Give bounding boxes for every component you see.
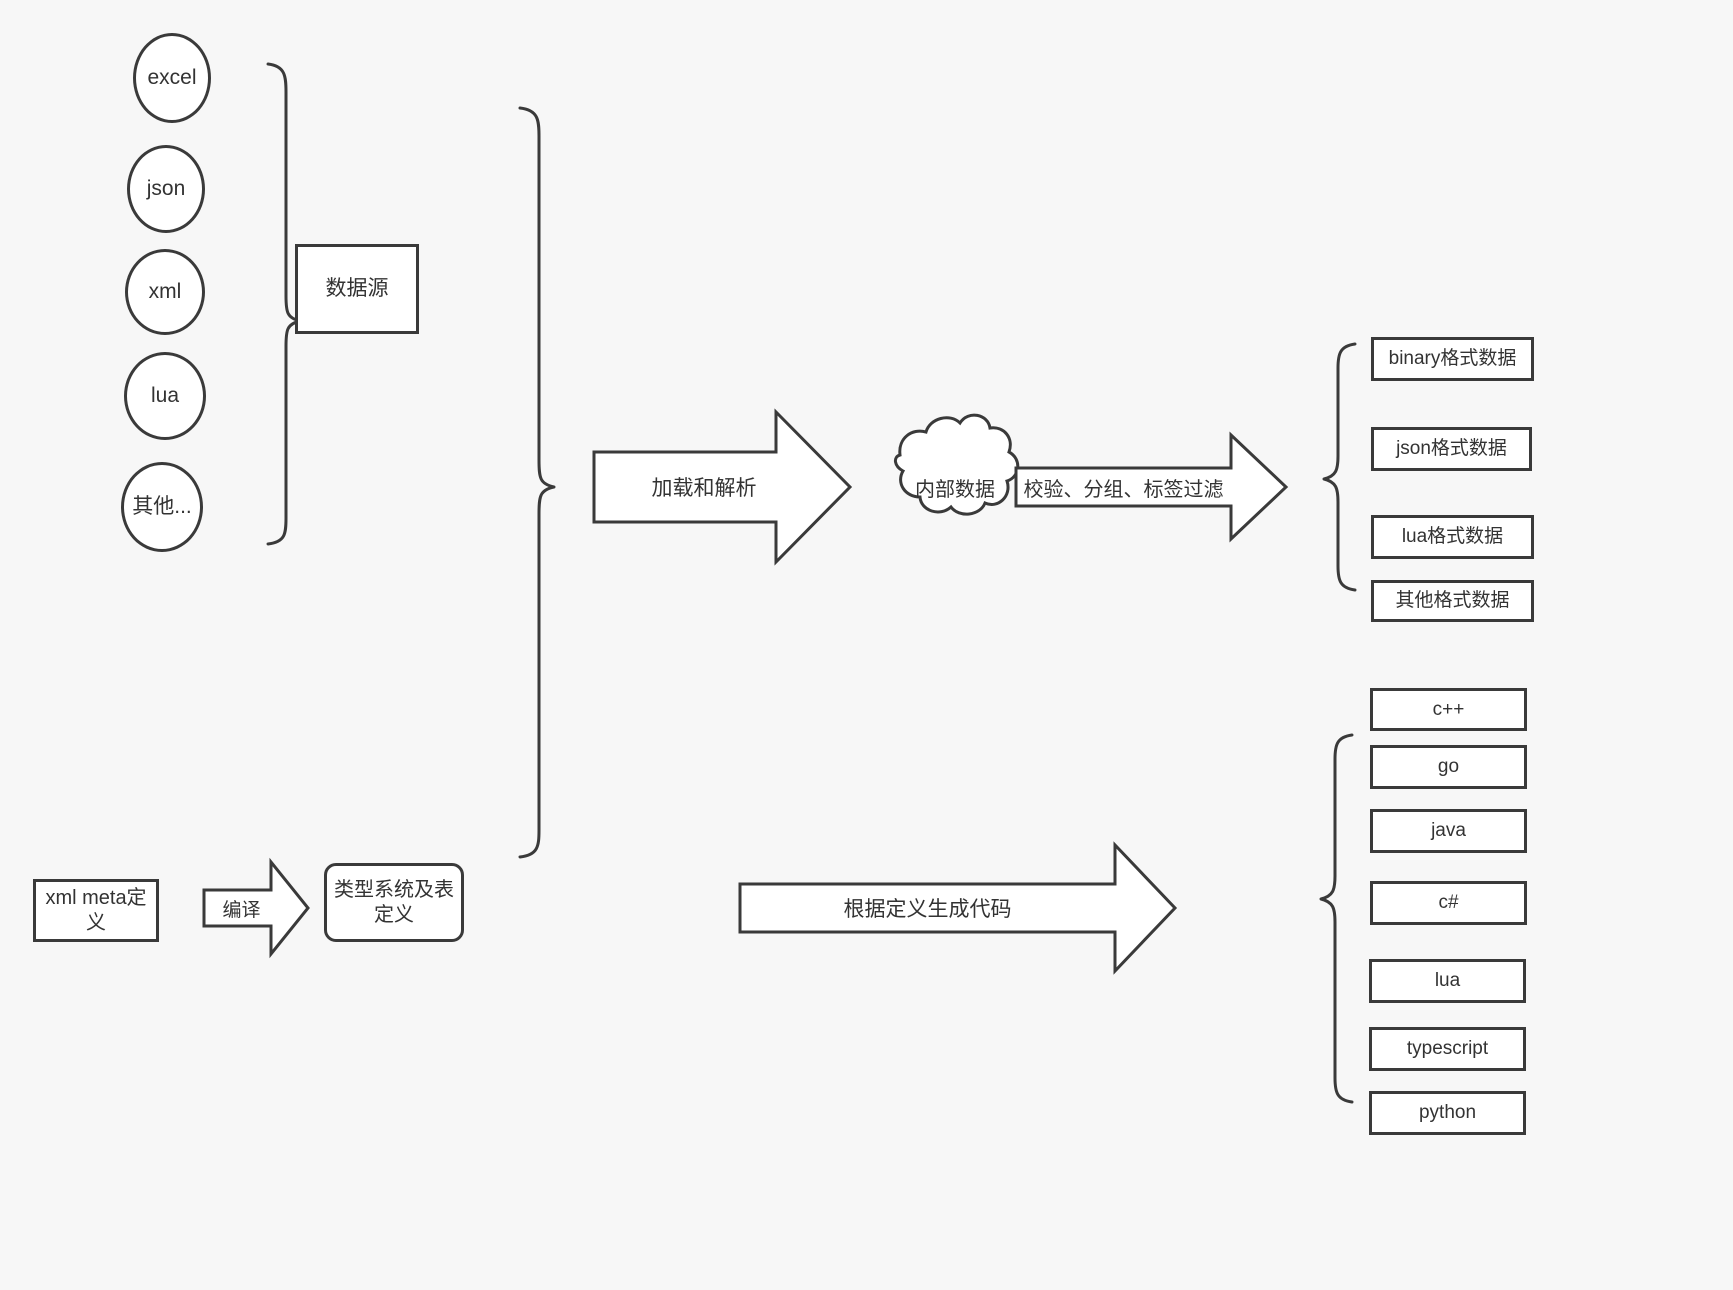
type-system-box[interactable]: 类型系统及表 定义 [324, 863, 464, 942]
codegen-lang-go-label: go [1437, 756, 1460, 778]
output-json-label: json格式数据 [1396, 438, 1507, 460]
codegen-lang-java-box[interactable]: java [1370, 809, 1527, 853]
codegen-lang-cpp-box[interactable]: c++ [1370, 688, 1527, 731]
output-lua-box[interactable]: lua格式数据 [1371, 515, 1534, 559]
codegen-arrow [738, 841, 1178, 975]
codegen-lang-lua-label: lua [1434, 970, 1461, 992]
internal-data-label: 内部数据 [915, 478, 995, 501]
data-source-lua[interactable]: lua [124, 352, 206, 440]
data-source-json[interactable]: json [127, 145, 205, 233]
output-other-label: 其他格式数据 [1395, 590, 1510, 612]
output-binary-box[interactable]: binary格式数据 [1371, 337, 1534, 381]
output-json-box[interactable]: json格式数据 [1371, 427, 1532, 471]
codegen-lang-typescript-box[interactable]: typescript [1369, 1027, 1526, 1071]
output-format-brace [1322, 342, 1357, 592]
output-lua-label: lua格式数据 [1401, 526, 1504, 548]
xml-meta-definition-box[interactable]: xml meta定 义 [33, 879, 159, 942]
codegen-language-brace [1319, 733, 1354, 1104]
codegen-lang-csharp-label: c# [1438, 892, 1459, 914]
xml-meta-definition-label: xml meta定 义 [45, 886, 147, 934]
data-source-excel-label: excel [147, 65, 197, 89]
data-source-other[interactable]: 其他... [121, 462, 203, 552]
data-source-other-label: 其他... [132, 494, 192, 518]
compile-arrow [202, 857, 310, 959]
codegen-lang-typescript-label: typescript [1406, 1038, 1489, 1060]
codegen-lang-python-label: python [1418, 1102, 1477, 1124]
codegen-lang-python-box[interactable]: python [1369, 1091, 1526, 1135]
pipeline-input-brace [518, 106, 556, 859]
type-system-label: 类型系统及表 定义 [334, 878, 454, 926]
data-source-group-label: 数据源 [325, 276, 389, 300]
output-other-box[interactable]: 其他格式数据 [1371, 580, 1534, 622]
internal-data-cloud-label-wrap: 内部数据 [894, 466, 1016, 508]
data-source-xml-label: xml [148, 279, 182, 303]
data-source-group-box[interactable]: 数据源 [295, 244, 419, 334]
internal-data-cloud [894, 413, 1020, 516]
codegen-lang-go-box[interactable]: go [1370, 745, 1527, 789]
data-source-lua-label: lua [150, 383, 180, 407]
data-source-xml[interactable]: xml [125, 249, 205, 335]
load-parse-arrow [592, 408, 853, 566]
codegen-lang-cpp-label: c++ [1432, 698, 1465, 720]
codegen-lang-java-label: java [1431, 820, 1466, 842]
filter-arrow [1014, 431, 1289, 543]
codegen-lang-csharp-box[interactable]: c# [1370, 881, 1527, 925]
data-source-excel[interactable]: excel [133, 33, 211, 123]
output-binary-label: binary格式数据 [1388, 348, 1517, 370]
codegen-lang-lua-box[interactable]: lua [1369, 959, 1526, 1003]
data-source-json-label: json [146, 176, 186, 200]
